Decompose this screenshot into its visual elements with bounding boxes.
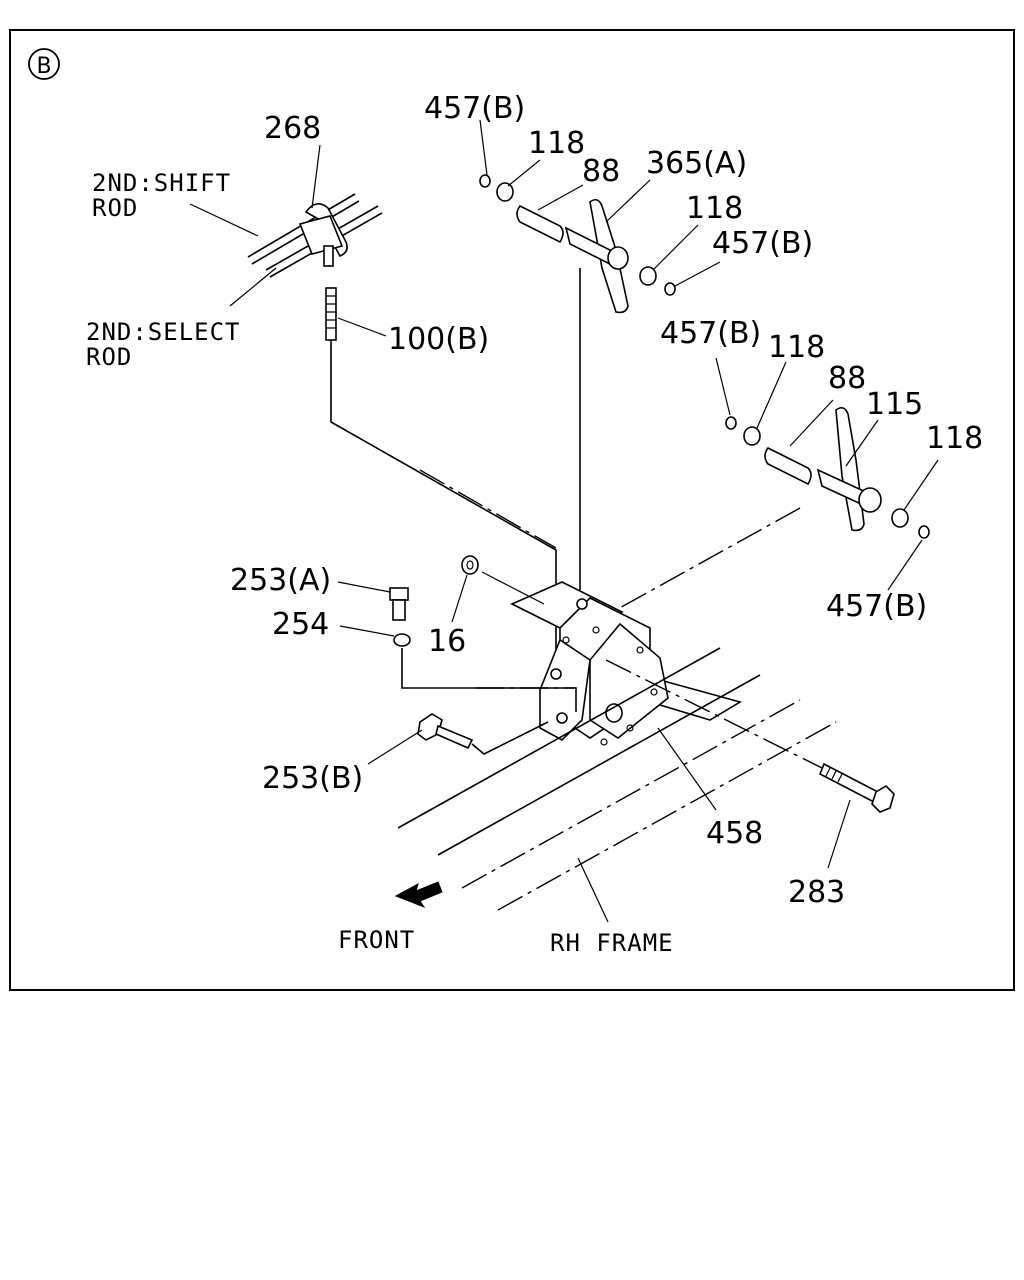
label-rh-frame: RH FRAME	[550, 929, 674, 957]
rh-frame-rails	[397, 647, 837, 911]
shift-select-rods	[247, 193, 383, 278]
bolt-283	[818, 762, 895, 813]
bracket-458	[510, 581, 743, 746]
diagram-border	[9, 29, 1015, 991]
nut-16	[461, 555, 479, 575]
bolt-253a	[389, 587, 409, 621]
washer-254	[393, 633, 411, 647]
label-457b-2: 457(B)	[712, 226, 813, 261]
lever-365a-assembly	[479, 174, 676, 314]
label-shift-rod-2: ROD	[92, 194, 138, 222]
label-268: 268	[264, 111, 321, 146]
label-283: 283	[788, 875, 845, 910]
label-118-3: 118	[768, 330, 825, 365]
label-457b-3: 457(B)	[660, 316, 761, 351]
label-457b-4: 457(B)	[826, 589, 927, 624]
label-88-2: 88	[828, 361, 866, 396]
label-253b: 253(B)	[262, 761, 363, 796]
label-254: 254	[272, 607, 329, 642]
view-marker: B	[28, 48, 60, 80]
label-select-rod-2: ROD	[86, 343, 132, 371]
front-arrow-icon	[394, 881, 443, 909]
label-253a: 253(A)	[230, 563, 331, 598]
label-88-1: 88	[582, 154, 620, 189]
bolt-253b	[417, 713, 474, 750]
lever-115-assembly	[725, 406, 930, 539]
label-shift-rod-1: 2ND:SHIFT	[92, 169, 231, 197]
label-118-4: 118	[926, 421, 983, 456]
label-select-rod-1: 2ND:SELECT	[86, 318, 241, 346]
label-458: 458	[706, 816, 763, 851]
label-100b: 100(B)	[388, 322, 489, 357]
label-365a: 365(A)	[646, 146, 747, 181]
view-marker-letter: B	[36, 54, 51, 79]
label-115: 115	[866, 387, 923, 422]
label-16: 16	[428, 624, 466, 659]
label-118-2: 118	[686, 191, 743, 226]
label-457b-1: 457(B)	[424, 91, 525, 126]
label-118-1: 118	[528, 126, 585, 161]
stud-100b	[325, 287, 337, 341]
label-front: FRONT	[338, 926, 415, 954]
